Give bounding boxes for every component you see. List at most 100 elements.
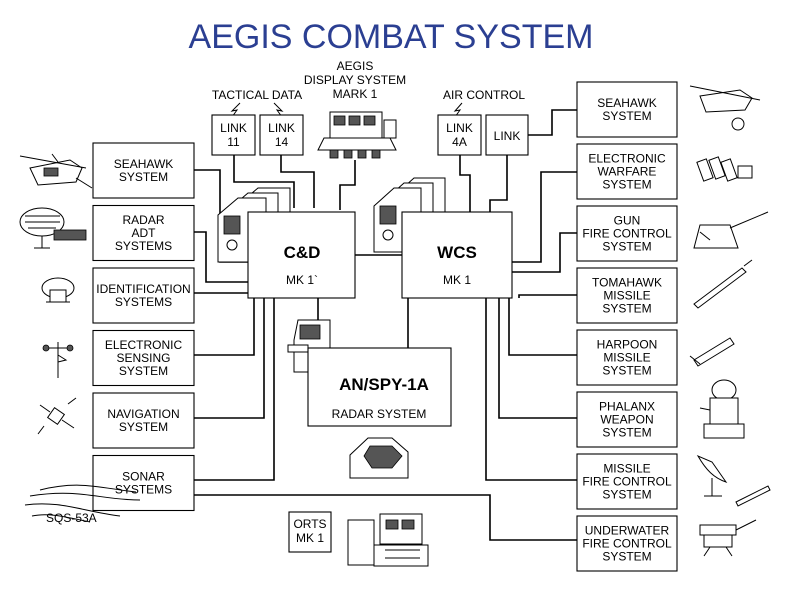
right-system-label: UNDERWATER	[585, 524, 670, 538]
right-system-label: MISSILE	[603, 462, 650, 476]
right-system-label: FIRE CONTROL	[582, 227, 672, 241]
sonar-dome-icon	[24, 484, 141, 523]
spy-array-icon	[349, 437, 409, 479]
svg-text:MARK 1: MARK 1	[333, 87, 378, 101]
left-system-label: SYSTEMS	[115, 295, 172, 309]
harpoon-missile-icon	[689, 337, 735, 367]
svg-text:MK 1: MK 1	[296, 531, 324, 545]
right-system-label: SYSTEM	[602, 426, 651, 440]
svg-text:4A: 4A	[452, 135, 467, 149]
spy-name: AN/SPY-1A	[339, 375, 429, 394]
right-system-label: WEAPON	[600, 413, 653, 427]
cd-box: C&D MK 1`	[247, 211, 356, 299]
radar-antenna-icon	[19, 207, 87, 249]
ew-equipment-icon	[696, 156, 753, 182]
right-system-label: WARFARE	[598, 165, 657, 179]
right-system-label: SYSTEM	[602, 364, 651, 378]
right-system-label: MISSILE	[603, 351, 650, 365]
left-system-label: SYSTEM	[119, 170, 168, 184]
left-system-label: ELECTRONIC	[105, 338, 183, 352]
wcs-mk: MK 1	[443, 273, 471, 287]
right-system-label: SYSTEM	[602, 302, 651, 316]
left-system-label: SYSTEM	[119, 364, 168, 378]
svg-text:AEGIS: AEGIS	[337, 59, 374, 73]
display-console-icon	[317, 111, 397, 159]
left-system-label: NAVIGATION	[107, 407, 179, 421]
svg-text:DISPLAY SYSTEM: DISPLAY SYSTEM	[304, 73, 406, 87]
torpedo-launcher-icon	[699, 519, 757, 557]
phalanx-cws-icon	[699, 379, 745, 439]
page-title: AEGIS COMBAT SYSTEM	[189, 18, 594, 56]
svg-text:14: 14	[275, 135, 289, 149]
right-system-label: ELECTRONIC	[588, 152, 666, 166]
spy-sub: RADAR SYSTEM	[332, 407, 427, 421]
right-systems: SEAHAWKSYSTEMELECTRONICWARFARESYSTEMGUNF…	[576, 81, 678, 572]
radome-icon	[41, 277, 75, 303]
svg-text:TACTICAL DATA: TACTICAL DATA	[212, 88, 302, 102]
link-11-box: LINK 11	[211, 114, 256, 156]
right-system-label: SEAHAWK	[597, 96, 657, 110]
svg-text:LINK: LINK	[268, 121, 295, 135]
missile-icon	[735, 485, 771, 507]
left-system-label: SONAR	[122, 470, 165, 484]
svg-text:LINK: LINK	[220, 121, 247, 135]
helicopter-icon	[689, 85, 761, 131]
right-system-label: FIRE CONTROL	[582, 475, 672, 489]
right-system-label: PHALANX	[599, 400, 655, 414]
link-14-box: LINK 14	[259, 114, 304, 156]
left-system-label: SEAHAWK	[114, 157, 174, 171]
left-system-label: SENSING	[116, 351, 170, 365]
svg-text:LINK: LINK	[494, 129, 521, 143]
left-system-label: IDENTIFICATION	[96, 282, 190, 296]
spy-box: AN/SPY-1A RADAR SYSTEM	[307, 347, 452, 427]
right-system-label: MISSILE	[603, 289, 650, 303]
right-system-label: SYSTEM	[602, 178, 651, 192]
left-systems: SEAHAWKSYSTEMRADARADTSYSTEMSIDENTIFICATI…	[92, 142, 195, 512]
cd-name: C&D	[284, 243, 321, 262]
right-system-label: SYSTEM	[602, 240, 651, 254]
right-system-label: SYSTEM	[602, 550, 651, 564]
sonar-label: SQS-53A	[46, 511, 97, 525]
orts-workstation-icon	[347, 513, 429, 567]
wcs-name: WCS	[437, 243, 477, 262]
helicopter-icon	[19, 153, 93, 189]
air-control-label: AIR CONTROL	[443, 88, 525, 118]
link-4a-box: LINK 4A	[437, 114, 482, 156]
left-system-label: RADAR	[122, 213, 164, 227]
right-system-label: GUN	[614, 214, 641, 228]
wcs-box: WCS MK 1	[401, 211, 513, 299]
left-system-label: SYSTEMS	[115, 483, 172, 497]
tomahawk-missile-icon	[693, 259, 753, 309]
right-system-label: SYSTEM	[602, 109, 651, 123]
radar-dish-icon	[696, 454, 728, 497]
display-system-label: AEGIS DISPLAY SYSTEM MARK 1	[304, 59, 406, 101]
right-system-label: FIRE CONTROL	[582, 537, 672, 551]
gun-mount-icon	[693, 211, 769, 249]
svg-text:AIR CONTROL: AIR CONTROL	[443, 88, 525, 102]
tactical-data-label: TACTICAL DATA	[212, 88, 302, 118]
right-system-label: SYSTEM	[602, 488, 651, 502]
orts-box: ORTS MK 1	[288, 511, 332, 553]
left-system-label: ADT	[132, 226, 157, 240]
svg-text:LINK: LINK	[446, 121, 473, 135]
svg-text:ORTS: ORTS	[293, 517, 326, 531]
right-system-label: HARPOON	[597, 338, 658, 352]
right-system-label: TOMAHAWK	[592, 276, 662, 290]
svg-text:11: 11	[227, 135, 240, 149]
anemometer-icon	[42, 342, 74, 378]
cd-mk: MK 1`	[286, 273, 318, 287]
